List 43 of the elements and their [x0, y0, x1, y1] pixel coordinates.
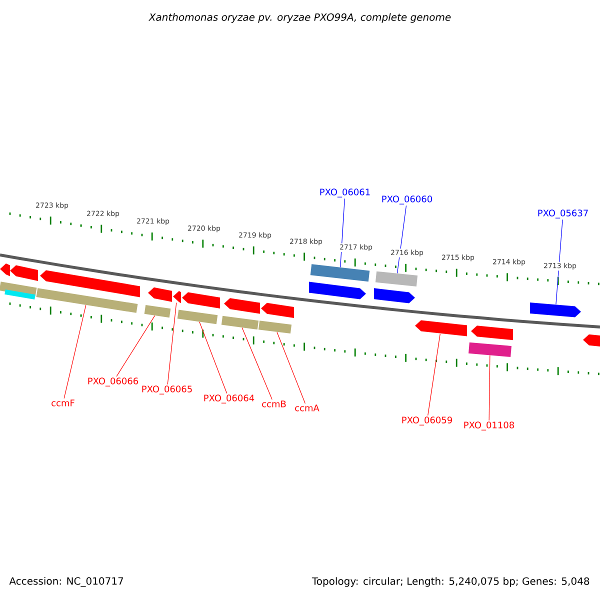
accession-text: Accession: NC_010717 — [9, 577, 124, 587]
gene-feature — [0, 264, 10, 276]
gene-label: PXO_06066 — [88, 378, 138, 386]
gene-feature — [471, 326, 513, 340]
gene-feature — [530, 302, 581, 318]
gene-feature — [261, 302, 294, 318]
gene-label: PXO_06061 — [320, 188, 370, 198]
gene-feature — [583, 334, 600, 346]
gene-feature — [173, 291, 181, 304]
leader-line — [276, 332, 306, 404]
gene-bar — [36, 288, 138, 313]
gene-label: PXO_06065 — [142, 386, 192, 394]
gene-bar — [221, 316, 259, 330]
gene-label: PXO_01108 — [464, 422, 514, 430]
leader-line — [488, 355, 490, 421]
gene-bar — [310, 264, 370, 282]
gene-label: ccmB — [262, 400, 286, 408]
gene-bar — [4, 289, 36, 300]
gene-label: PXO_06059 — [402, 416, 452, 426]
gene-feature — [309, 282, 366, 300]
gene-label: PXO_06064 — [204, 394, 254, 404]
gene-feature — [40, 270, 140, 298]
leader-line — [242, 327, 272, 400]
genome-info-text: Topology: circular; Length: 5,240,075 bp; Genes: 5,048 — [312, 577, 590, 587]
gene-bar — [144, 305, 171, 318]
leader-line — [428, 334, 440, 416]
leader-line — [64, 304, 86, 399]
leader-line — [556, 219, 563, 305]
gene-bar — [258, 320, 292, 334]
gene-label: ccmF — [52, 400, 74, 406]
gene-bar — [375, 271, 418, 286]
gene-label: ccmA — [295, 404, 320, 412]
gene-feature — [415, 320, 467, 336]
gene-feature — [374, 288, 415, 304]
gene-feature — [224, 298, 260, 314]
gene-label: PXO_06060 — [382, 196, 432, 204]
leader-line — [116, 315, 156, 377]
leader-line — [167, 302, 177, 385]
gene-bar — [468, 342, 512, 357]
gene-label: PXO_05637 — [538, 210, 588, 218]
leader-line — [199, 322, 228, 394]
title: Xanthomonas oryzae pv. oryzae PXO99A, complete genome — [148, 13, 451, 23]
gene-bar — [177, 310, 218, 324]
